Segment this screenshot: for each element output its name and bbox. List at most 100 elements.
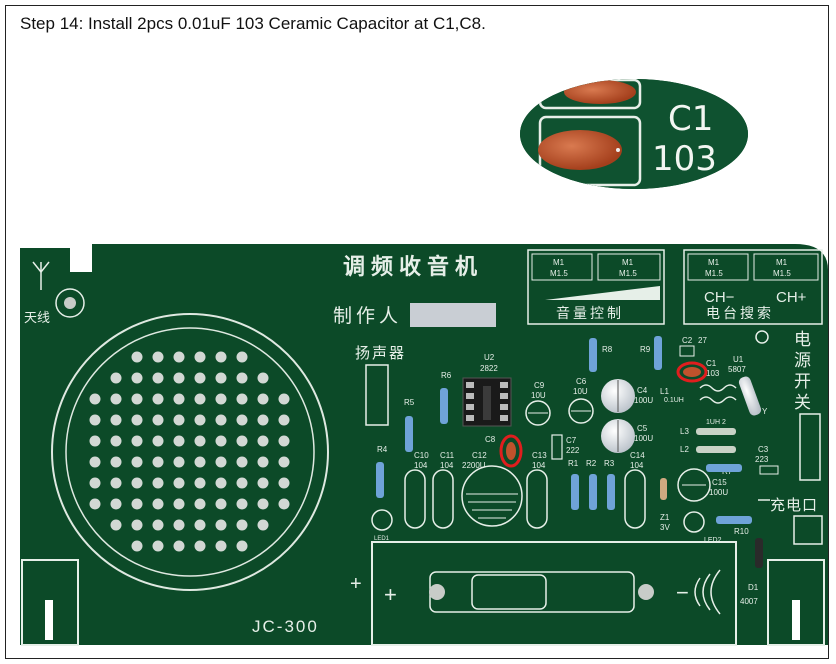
station-search-block: [683, 249, 823, 325]
c8-label: C8: [485, 435, 496, 444]
speaker-hole: [236, 414, 248, 426]
u2-part: 2822: [480, 364, 498, 373]
r2-label: R2: [586, 459, 597, 468]
vol-m15-a: M1.5: [550, 269, 568, 278]
speaker-hole: [236, 477, 248, 489]
r6-resistor: [440, 388, 448, 424]
r10-label: R10: [734, 527, 749, 536]
speaker-hole: [257, 519, 269, 531]
speaker-hole: [152, 456, 164, 468]
l3-inductor: [696, 428, 736, 435]
speaker-hole: [131, 435, 143, 447]
c2-footprint: [679, 345, 695, 357]
c7-footprint: [551, 434, 563, 460]
power-char-1: 电: [794, 330, 811, 349]
volume-label: 音量控制: [556, 305, 624, 321]
c12-footprint: [461, 465, 523, 527]
c15-footprint: [677, 468, 711, 502]
l1-val: 0.1UH: [664, 397, 684, 404]
c13-label: C13: [532, 451, 547, 460]
c13-footprint: [526, 469, 548, 529]
l-marks: 1UH 2: [706, 419, 726, 426]
r3-label: R3: [604, 459, 615, 468]
r4-label: R4: [377, 445, 388, 454]
volume-pot-right: [597, 253, 661, 281]
step-title: Step 14: Install 2pcs 0.01uF 103 Ceramic…: [20, 14, 486, 33]
u1-part: 5807: [728, 365, 746, 374]
speaker-hole: [110, 435, 122, 447]
volume-pot-left: [531, 253, 593, 281]
l2-label: L2: [680, 445, 689, 454]
volume-control-block: [527, 249, 665, 325]
plus-outer: +: [350, 573, 362, 595]
c7-val: 222: [566, 446, 580, 455]
c14-val: 104: [630, 461, 644, 470]
l2-inductor: [696, 446, 736, 453]
ch-plus-label: CH+: [776, 289, 807, 306]
speaker-hole: [215, 540, 227, 552]
speaker-hole: [215, 456, 227, 468]
r9-resistor: [654, 336, 662, 370]
speaker-hole: [173, 414, 185, 426]
c4-val: 100U: [634, 396, 653, 405]
speaker-hole: [152, 393, 164, 405]
l1-coil: [699, 384, 737, 392]
volume-wedge: [545, 286, 660, 300]
r10-resistor: [716, 516, 752, 524]
crystal: [738, 376, 762, 416]
speaker-hole: [194, 414, 206, 426]
left-mount-tab: [21, 559, 79, 646]
r2-resistor: [589, 474, 597, 510]
speaker-hole: [278, 414, 290, 426]
z1-label: Z1: [660, 513, 670, 522]
zoom-label-c1: C1: [668, 99, 713, 139]
right-mount-tab: [767, 559, 825, 646]
c10-footprint: [404, 469, 426, 529]
c5-val: 100U: [634, 434, 653, 443]
speaker-hole: [89, 414, 101, 426]
speaker-hole: [131, 540, 143, 552]
d1-val: 4007: [740, 597, 758, 606]
speaker-hole: [173, 393, 185, 405]
c11-label: C11: [440, 451, 455, 460]
c1-capacitor: [683, 367, 701, 377]
speaker-hole: [173, 351, 185, 363]
speaker-label: 扬声器: [355, 344, 406, 362]
charge-port-label: 充电口: [770, 497, 818, 514]
speaker-hole: [236, 540, 248, 552]
pcb: 天线 调频收音机 制作人 扬声器 M1 M1.5 M1 M1.5 音量控制 M1…: [20, 244, 828, 646]
c5-label: C5: [637, 424, 648, 433]
speaker-hole: [110, 456, 122, 468]
speaker-hole: [194, 351, 206, 363]
speaker-hole: [215, 435, 227, 447]
c12-label: C12: [472, 451, 487, 460]
r8-label: R8: [602, 345, 613, 354]
d1-diode: [755, 538, 763, 568]
speaker-hole: [89, 477, 101, 489]
speaker-hole: [257, 477, 269, 489]
srch-m1-a: M1: [708, 258, 720, 267]
speaker-hole: [236, 519, 248, 531]
c3-val: 223: [755, 455, 769, 464]
r4-resistor: [376, 462, 384, 498]
zoom-label-103: 103: [652, 139, 717, 179]
speaker-hole: [110, 498, 122, 510]
c14-footprint: [624, 469, 646, 529]
maker-label: 制作人: [333, 305, 402, 327]
c3-label: C3: [758, 445, 769, 454]
speaker-hole: [278, 456, 290, 468]
speaker-hole: [194, 498, 206, 510]
battery-pad-left: [429, 584, 445, 600]
speaker-hole: [257, 456, 269, 468]
led1-label: LED1: [374, 536, 390, 542]
c12-val: 2200U: [462, 461, 486, 470]
speaker-hole: [110, 477, 122, 489]
left-slot: [45, 600, 53, 640]
search-pot-left: [687, 253, 749, 281]
speaker-hole: [110, 519, 122, 531]
speaker-hole: [110, 372, 122, 384]
speaker-hole: [89, 393, 101, 405]
speaker-hole: [131, 498, 143, 510]
speaker-hole: [215, 498, 227, 510]
